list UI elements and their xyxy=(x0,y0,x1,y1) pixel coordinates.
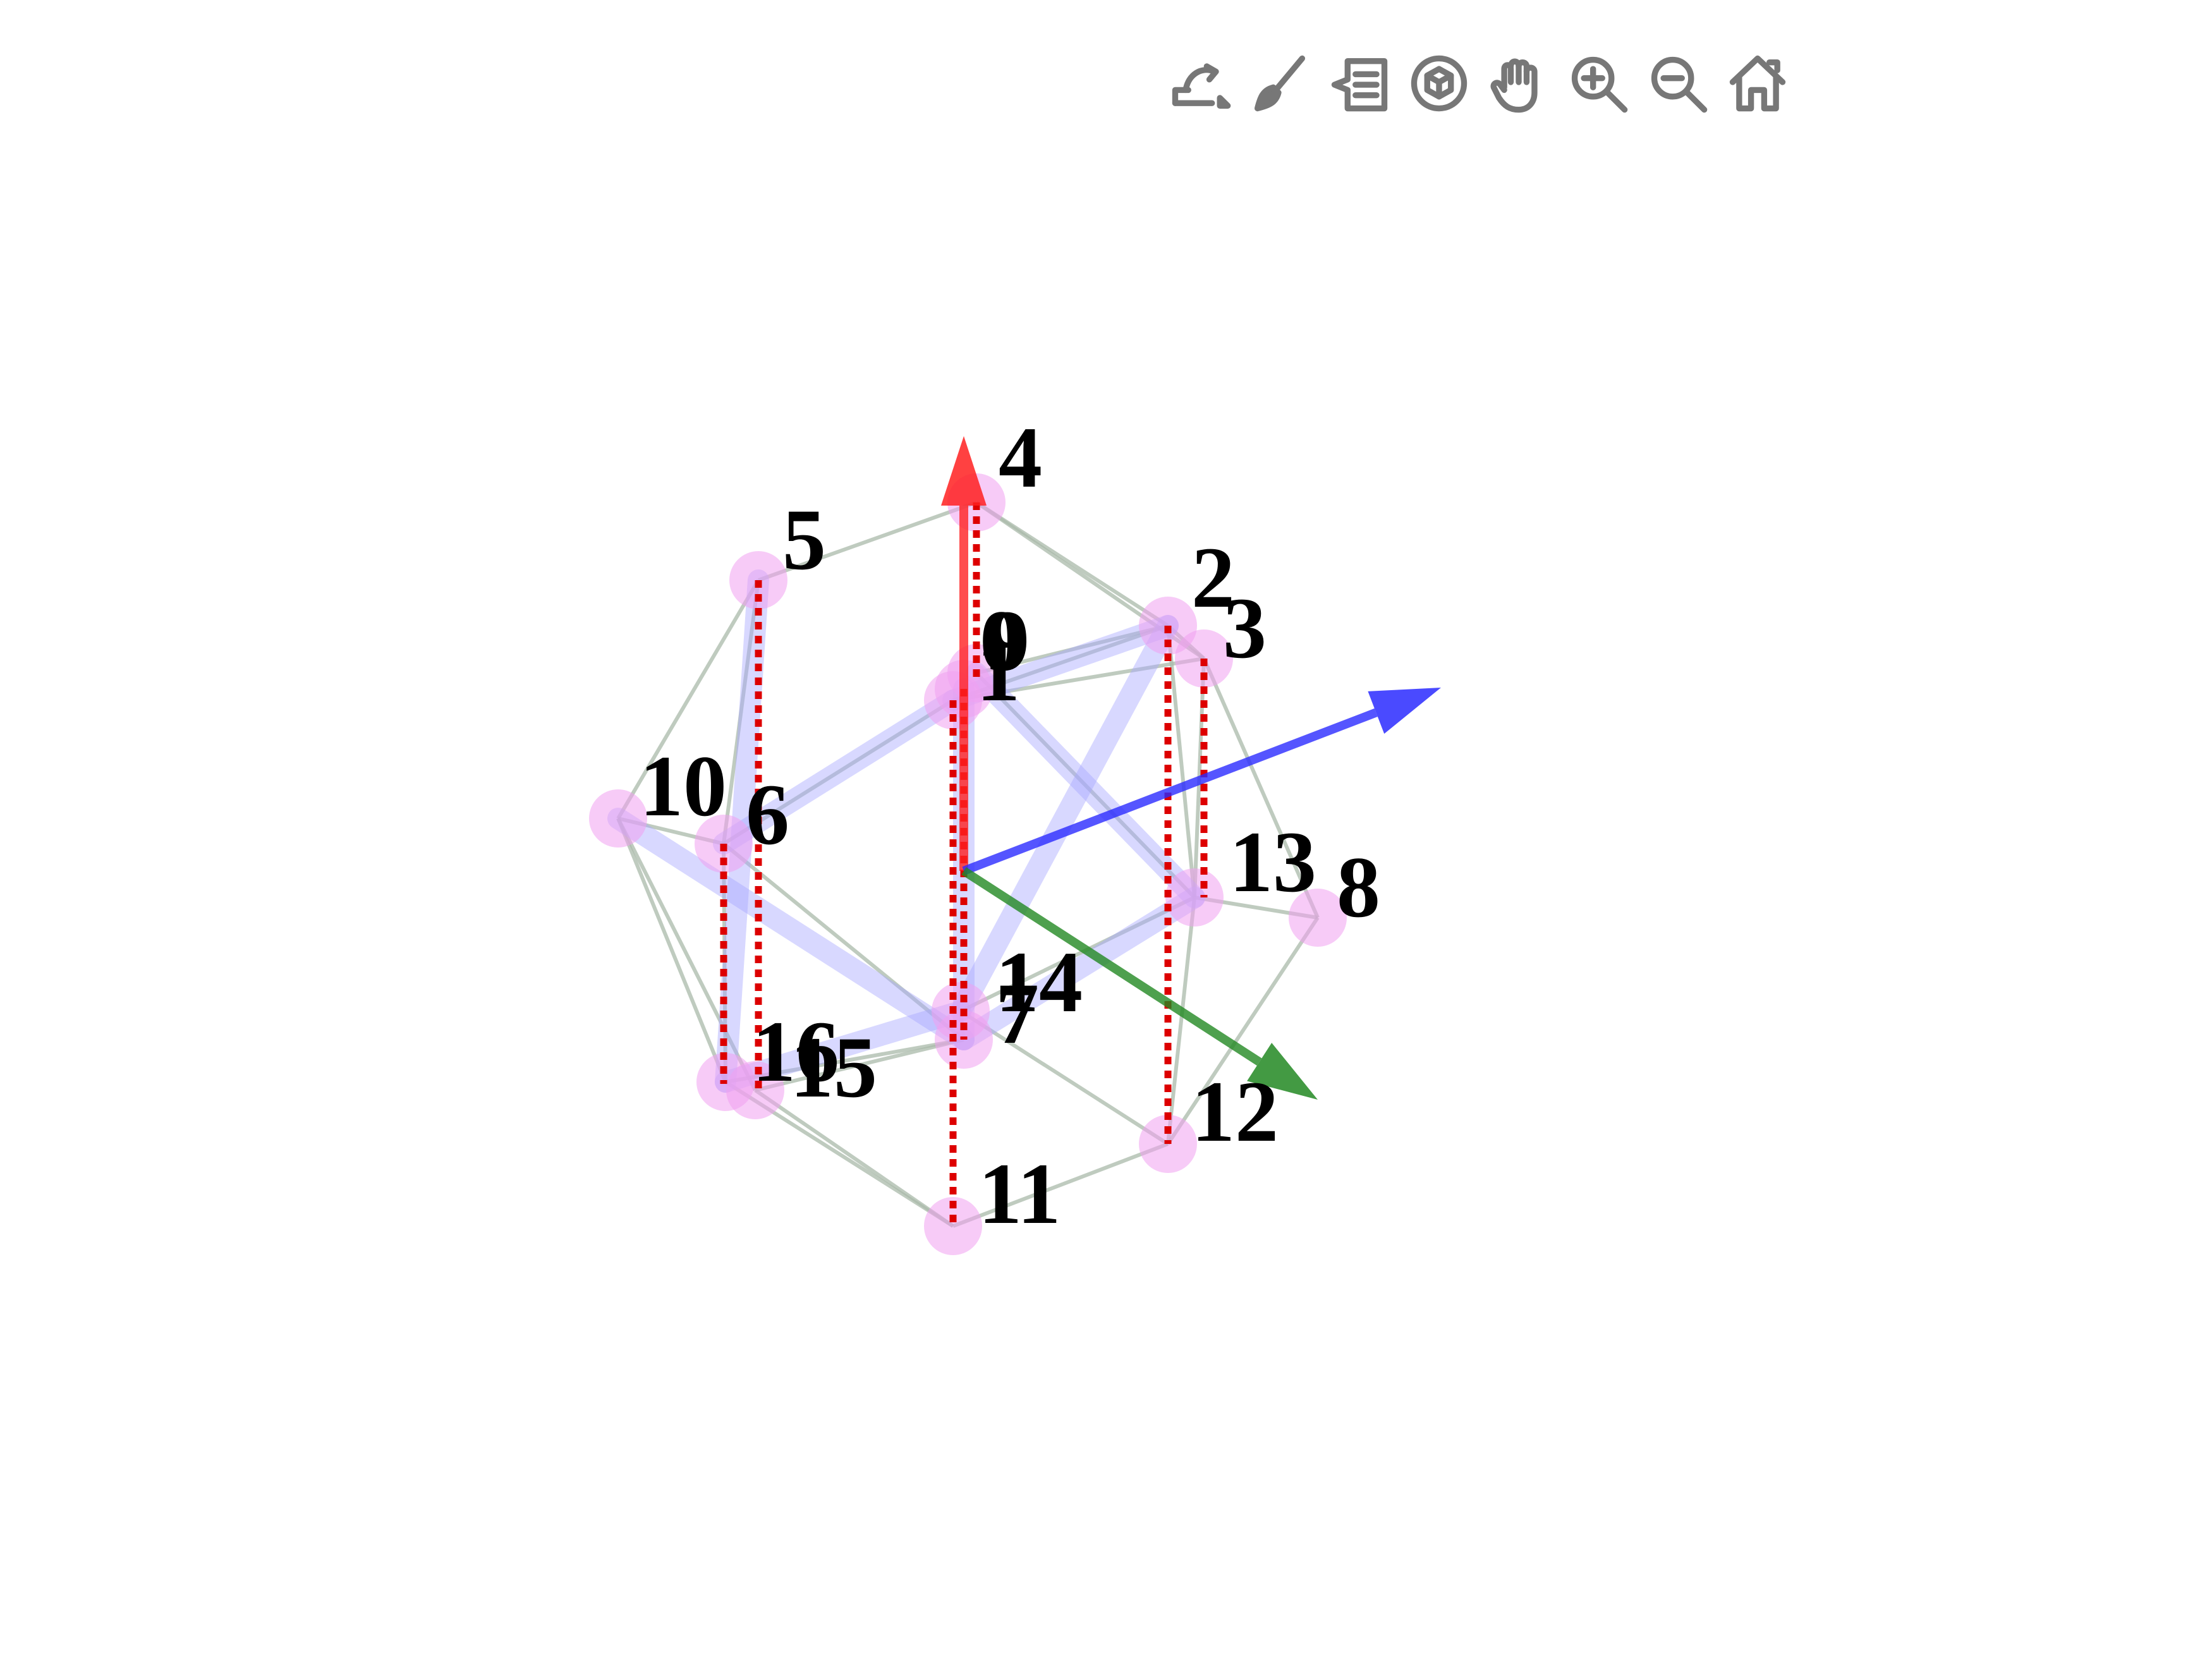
mesh-edge xyxy=(959,1009,1169,1146)
node-label: 6 xyxy=(746,766,789,863)
node-label: 5 xyxy=(782,491,826,588)
reset-camera-icon xyxy=(1411,55,1468,112)
node-label: 3 xyxy=(1223,580,1267,676)
node-label: 2 xyxy=(1191,529,1235,626)
toolbar-button-pan[interactable] xyxy=(1481,46,1556,121)
paintbrush-icon xyxy=(1254,55,1306,112)
axis-up-arrow xyxy=(941,436,987,871)
node-label: 11 xyxy=(978,1145,1060,1242)
node-marker[interactable] xyxy=(589,789,647,848)
mesh-edge xyxy=(1166,897,1196,1145)
home-icon xyxy=(1729,55,1786,112)
axis-down-arrow xyxy=(961,867,1318,1100)
node-label: 14 xyxy=(995,933,1083,1030)
node-label: 0 xyxy=(980,592,1023,689)
mesh-edge xyxy=(975,671,1196,899)
toolbar-button-reset-camera[interactable] xyxy=(1402,46,1476,121)
modebar xyxy=(1163,46,1795,121)
bond-tube xyxy=(607,808,975,1050)
mesh-edge xyxy=(616,817,757,1091)
toolbar-button-zoom-out[interactable] xyxy=(1641,46,1715,121)
node-label: 13 xyxy=(1229,813,1316,910)
node-label: 8 xyxy=(1337,839,1380,935)
node-label: 1 xyxy=(976,623,1020,719)
mesh-edge xyxy=(616,579,760,820)
bond-tube xyxy=(966,662,1205,908)
zoom-in-icon xyxy=(1571,56,1628,113)
bond-tube xyxy=(953,887,1205,1050)
node-label: 12 xyxy=(1191,1063,1279,1160)
toolbar-button-hover-data[interactable] xyxy=(1322,46,1397,121)
node-label: 9 xyxy=(986,592,1030,689)
mesh-edge xyxy=(754,1088,954,1228)
axes-arrows xyxy=(941,436,1441,1100)
mesh-edge xyxy=(722,580,760,844)
axis-right-arrow xyxy=(962,688,1441,875)
mesh-edge xyxy=(959,896,1196,1013)
toolbar-button-home[interactable] xyxy=(1720,46,1795,121)
pan-hand-icon xyxy=(1490,58,1538,113)
node-marker[interactable] xyxy=(1289,889,1347,947)
mesh-edge xyxy=(952,1142,1169,1228)
node-marker[interactable] xyxy=(924,1197,982,1255)
mesh-edge xyxy=(1166,916,1320,1145)
toolbar-button-paint[interactable] xyxy=(1243,46,1317,121)
mesh-edge xyxy=(616,817,727,1083)
mesh-edge xyxy=(1202,657,1320,919)
zoom-out-icon xyxy=(1651,56,1708,113)
mesh-edge xyxy=(976,624,1169,675)
node-label: 4 xyxy=(999,409,1042,506)
mesh-edge xyxy=(755,1038,964,1092)
mesh-edge xyxy=(1166,625,1196,898)
node-label: 10 xyxy=(640,738,727,834)
toolbar-button-zoom-in[interactable] xyxy=(1561,46,1636,121)
node-label: 7 xyxy=(995,965,1039,1062)
node-label: 15 xyxy=(790,1019,877,1115)
mesh-edge xyxy=(757,501,978,582)
node-label: 16 xyxy=(752,1003,839,1100)
toolbar-button-orbit[interactable] xyxy=(1163,46,1237,121)
hover-data-icon xyxy=(1331,58,1388,112)
mesh-edge xyxy=(722,842,965,1042)
node-marker[interactable] xyxy=(1165,868,1224,927)
orbit-rotation-icon xyxy=(1172,63,1231,109)
bond-tube xyxy=(950,615,1179,1022)
